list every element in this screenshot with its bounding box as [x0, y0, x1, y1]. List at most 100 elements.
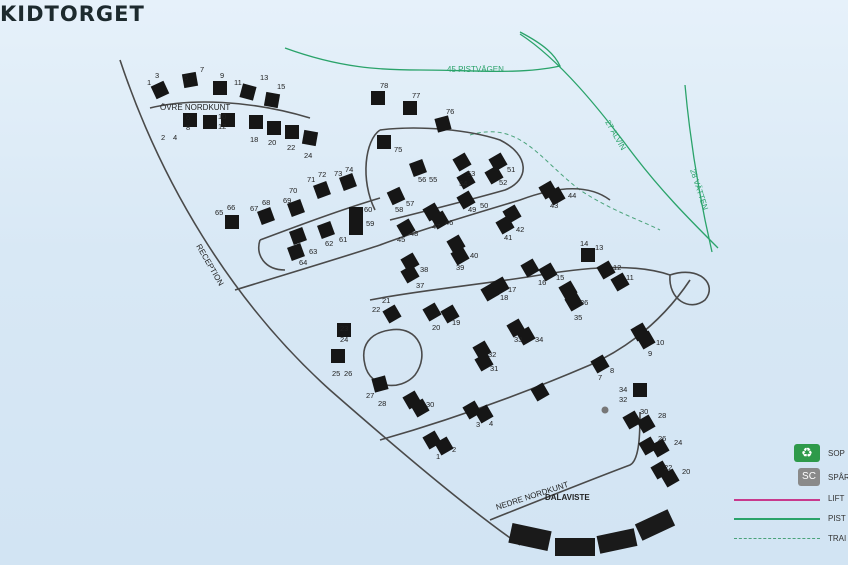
cabin	[538, 262, 558, 282]
cabin-number: 40	[470, 251, 478, 260]
cabin-number: 76	[446, 107, 454, 116]
cabin-number: 24	[674, 438, 682, 447]
cabin-number: 10	[656, 338, 664, 347]
cabins	[150, 71, 680, 488]
cabin	[239, 83, 257, 101]
cabin-number: 32	[619, 395, 627, 404]
cabin-number: 66	[227, 203, 235, 212]
cabin-number: 12	[613, 263, 621, 272]
cabin-number: 78	[380, 81, 388, 90]
cabin-number: 41	[504, 233, 512, 242]
cabin	[267, 121, 281, 135]
cabin-number: 18	[500, 293, 508, 302]
cabin-number: 2	[161, 133, 165, 142]
cabin-number: 61	[339, 235, 347, 244]
cabin-number: 12	[218, 122, 226, 131]
cabin-number: 3	[155, 71, 159, 80]
cabin-number: 1	[147, 78, 151, 87]
cabin-number: 34	[535, 335, 543, 344]
cabin-number: 28	[658, 411, 666, 420]
cabin	[636, 330, 656, 350]
cabin-number: 53	[467, 169, 475, 178]
cabin-number: 22	[664, 463, 672, 472]
cabin-number: 30	[426, 400, 434, 409]
legend-piste-label: PIST	[828, 514, 846, 523]
cabin-number: 71	[307, 175, 315, 184]
cabin-number: 19	[452, 318, 460, 327]
cabin	[339, 173, 357, 191]
cabin	[386, 186, 406, 206]
slope-label-vatten: 28 VÄTTEN	[688, 168, 710, 212]
cabin-number: 30	[640, 407, 648, 416]
cabin-number: 7	[598, 373, 602, 382]
slope-label-pistvagen: 45 PISTVÄGEN	[447, 65, 504, 74]
cabin	[377, 135, 391, 149]
cabin	[410, 398, 430, 418]
cabin-number: 38	[420, 265, 428, 274]
cabin-number: 1	[436, 452, 440, 461]
cabin	[331, 349, 345, 363]
cabin	[382, 304, 402, 324]
cabin	[516, 326, 536, 346]
roads	[119, 59, 711, 546]
cabin-number: 67	[250, 204, 258, 213]
cabin-number: 56	[418, 175, 426, 184]
cabin	[596, 260, 616, 280]
cabin	[488, 152, 508, 172]
cabin-number: 8	[610, 366, 614, 375]
cabin	[371, 375, 389, 393]
cabin	[495, 215, 515, 235]
cabin	[546, 186, 566, 206]
cabin	[590, 354, 610, 374]
trail-line	[469, 131, 661, 231]
legend-lift-label: LIFT	[828, 494, 845, 503]
cabin	[263, 91, 281, 109]
cabin	[337, 323, 351, 337]
cabin	[289, 227, 307, 245]
cabin	[249, 115, 263, 129]
cabin-number: 34	[619, 385, 627, 394]
cabin-number: 7	[200, 65, 204, 74]
road-label-dalaviste: DALAVISTE	[545, 493, 590, 502]
cabin-number: 13	[595, 243, 603, 252]
cabin	[660, 468, 680, 488]
cabin	[396, 218, 416, 238]
cabin-number: 77	[412, 91, 420, 100]
cabin-number: 4	[489, 419, 493, 428]
cabin-number: 22	[287, 143, 295, 152]
cabin-number: 26	[344, 369, 352, 378]
cabin	[183, 113, 197, 127]
cabin	[422, 302, 442, 322]
cabin	[440, 304, 460, 324]
lift-station-dot	[601, 406, 609, 414]
cabin-number: 36	[580, 298, 588, 307]
cabin-number: 10	[218, 112, 226, 121]
cabin-number: 20	[432, 323, 440, 332]
cabin	[581, 248, 595, 262]
cabin	[490, 276, 510, 296]
cabin	[225, 215, 239, 229]
cabin-number: 60	[364, 205, 372, 214]
cabin	[349, 207, 363, 221]
cabin-number: 62	[325, 239, 333, 248]
cabin	[400, 252, 420, 272]
cabin-number: 68	[262, 198, 270, 207]
cabin	[610, 272, 630, 292]
cabin-number: 47	[432, 222, 440, 231]
cabin-number: 49	[468, 205, 476, 214]
cabin	[452, 152, 472, 172]
cabin-number: 72	[318, 170, 326, 179]
cabin	[638, 436, 658, 456]
cabin-number: 39	[456, 263, 464, 272]
cabin-number: 28	[378, 399, 386, 408]
cabin-number: 43	[550, 201, 558, 210]
map-title: KIDTORGET	[0, 2, 145, 26]
cabin-number: 65	[215, 208, 223, 217]
road-label-ovre-nordkunt: ÖVRE NORDKUNT	[160, 103, 230, 112]
cabin	[474, 352, 494, 372]
cabin	[456, 190, 476, 210]
cabin-number: 52	[499, 178, 507, 187]
cabin-number: 16	[538, 278, 546, 287]
